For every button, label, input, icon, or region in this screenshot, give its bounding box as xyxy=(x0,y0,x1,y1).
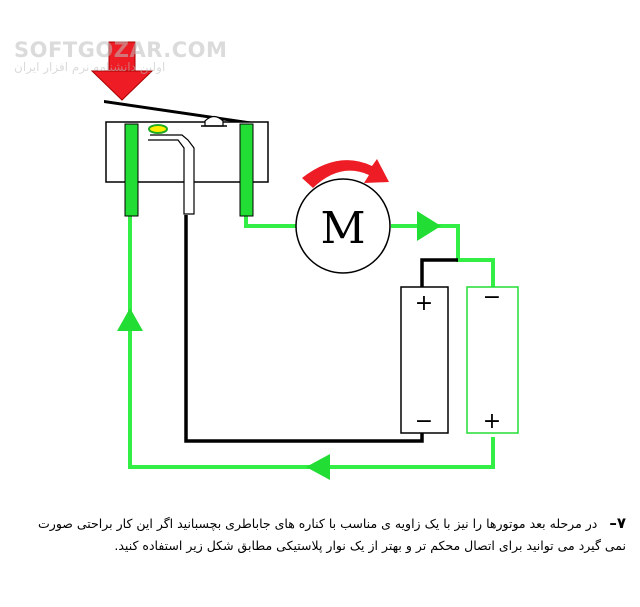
switch-terminal-left xyxy=(124,123,139,217)
wire-black-top xyxy=(420,258,458,287)
push-arrow-shaft xyxy=(108,41,136,73)
battery-right-bottom-sign: + xyxy=(483,409,501,434)
watermark-brand: SOFTGOZAR.COM xyxy=(14,38,228,62)
switch-common-blade xyxy=(148,134,195,215)
push-arrow-icon xyxy=(90,41,154,101)
rotation-arrow-icon xyxy=(302,159,389,188)
battery-cell-left xyxy=(400,286,449,434)
switch-button xyxy=(204,115,224,127)
battery-cell-right xyxy=(466,286,519,434)
caption-text: در مرحله بعد موتورها را نیز با یک زاویه … xyxy=(38,516,626,553)
wire-motor-left xyxy=(244,215,296,228)
arrow-left-bottom xyxy=(306,454,330,480)
switch-lever xyxy=(104,100,268,127)
push-arrow-head xyxy=(90,70,154,101)
wire-black-bottom xyxy=(184,215,424,443)
watermark-tagline: اولین دانشنامه نرم افزار ایران xyxy=(14,60,166,74)
switch-terminal-right xyxy=(239,123,254,217)
wire-motor-right xyxy=(391,224,495,287)
black-wires xyxy=(184,215,458,443)
arrow-right-motor xyxy=(417,211,441,241)
battery-pack: + − − + xyxy=(400,285,519,434)
arrow-up-left xyxy=(117,308,143,331)
battery-left-bottom-sign: − xyxy=(415,409,433,434)
motor-label: M xyxy=(320,203,365,254)
motor-circle xyxy=(295,178,391,274)
micro-switch xyxy=(104,100,269,217)
step-number: ۷– xyxy=(609,514,626,532)
instruction-caption: ۷– در مرحله بعد موتورها را نیز با یک زاو… xyxy=(14,512,626,557)
motor: M xyxy=(295,159,391,274)
battery-left-top-sign: + xyxy=(415,291,433,316)
battery-right-top-sign: − xyxy=(483,285,501,310)
switch-contact xyxy=(148,124,168,134)
